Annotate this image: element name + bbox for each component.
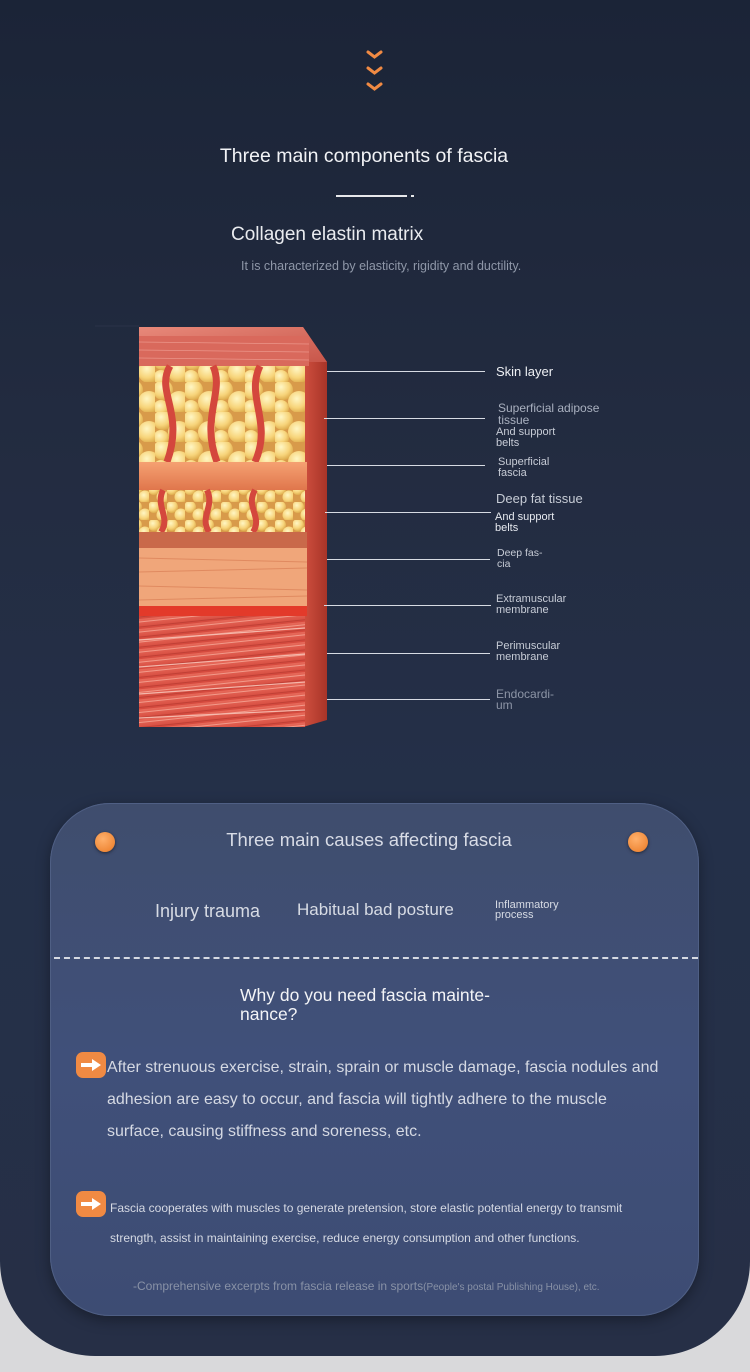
label-deep-fascia: Deep fas-cia <box>497 547 543 570</box>
why-heading: Why do you need fascia mainte-nance? <box>240 985 490 1024</box>
label-superficial-adipose-tissue: Superficial adipose tissue <box>498 401 600 427</box>
leader-line <box>327 559 490 560</box>
pin-icon <box>628 832 648 852</box>
source-citation: -Comprehensive excerpts from fascia rele… <box>133 1279 600 1293</box>
cause-inflammatory-process: Inflammatory process <box>495 899 559 921</box>
label-support-belts: And support belts <box>496 426 556 449</box>
title-underline-dot <box>411 195 414 197</box>
fascia-causes-card <box>50 803 699 1316</box>
leader-line <box>324 605 491 606</box>
leader-line <box>327 653 490 654</box>
section-subtitle: Collagen elastin matrix <box>231 224 424 245</box>
cause-injury-trauma: Injury trauma <box>155 901 261 921</box>
card-title: Three main causes affecting fascia <box>226 829 512 850</box>
leader-line <box>325 512 491 513</box>
source-main: -Comprehensive excerpts from fascia rele… <box>133 1279 424 1293</box>
cause-bad-posture: Habitual bad posture <box>297 900 454 919</box>
fascia-cross-section-illustration <box>95 325 327 727</box>
label-support-belts: And support belts <box>495 511 555 534</box>
leader-line <box>327 465 485 466</box>
label-extramuscular-membrane: Extramuscular membrane <box>496 593 567 616</box>
dashed-divider <box>54 957 698 959</box>
label-deep-fat-tissue: Deep fat tissue <box>496 491 583 506</box>
label-superficial-fascia: Superficial fascia <box>498 456 550 479</box>
section-description: It is characterized by elasticity, rigid… <box>241 259 522 273</box>
paragraph-pretension: Fascia cooperates with muscles to genera… <box>110 1201 623 1245</box>
label-perimuscular-membrane: Perimuscular membrane <box>496 640 561 663</box>
chevron-down-icon <box>366 50 383 91</box>
label-endocardium: Endocardi-um <box>496 687 555 712</box>
leader-line <box>327 371 485 372</box>
arrow-right-icon <box>76 1191 106 1217</box>
section-title: Three main components of fascia <box>219 145 509 167</box>
arrow-right-icon <box>76 1052 106 1078</box>
leader-line <box>324 418 485 419</box>
leader-line <box>327 699 490 700</box>
source-publisher: (People's postal Publishing House), etc. <box>423 1282 600 1293</box>
title-underline <box>336 195 407 197</box>
pin-icon <box>95 832 115 852</box>
label-skin-layer: Skin layer <box>496 364 554 379</box>
paragraph-adhesion: After strenuous exercise, strain, sprain… <box>107 1059 659 1140</box>
